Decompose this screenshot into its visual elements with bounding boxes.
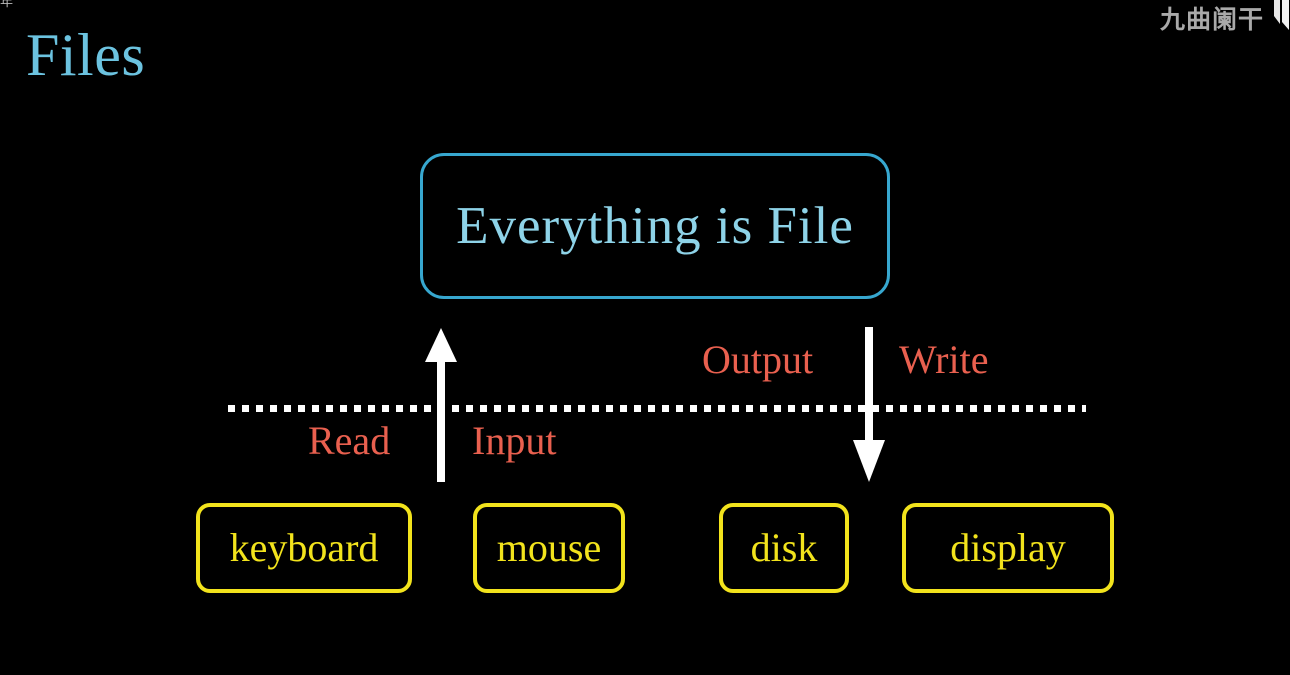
concept-box-everything-is-file: Everything is File — [420, 153, 890, 299]
device-label-mouse: mouse — [496, 525, 602, 570]
device-box-disk: disk — [719, 503, 849, 593]
device-box-display: display — [902, 503, 1114, 593]
kernel-userspace-boundary-line — [228, 405, 1086, 412]
watermark-channel-name: 九曲阑干 — [1159, 5, 1264, 34]
page-title: Files — [26, 22, 146, 88]
watermark-top-left-fragment: 年 — [0, 0, 14, 10]
output-write-down-arrow-icon — [851, 327, 887, 482]
read-input-up-arrow-icon — [424, 328, 458, 482]
device-label-keyboard: keyboard — [229, 525, 379, 570]
flow-label-write: Write — [899, 337, 989, 382]
flow-label-output: Output — [702, 337, 814, 382]
concept-box-label: Everything is File — [456, 197, 854, 255]
device-box-mouse: mouse — [473, 503, 625, 593]
device-label-disk: disk — [750, 525, 818, 570]
device-box-keyboard: keyboard — [196, 503, 412, 593]
flow-label-read: Read — [308, 418, 391, 463]
device-label-display: display — [950, 525, 1066, 570]
flow-label-input: Input — [472, 418, 557, 463]
watermark-corner-logo-icon — [1268, 0, 1290, 30]
